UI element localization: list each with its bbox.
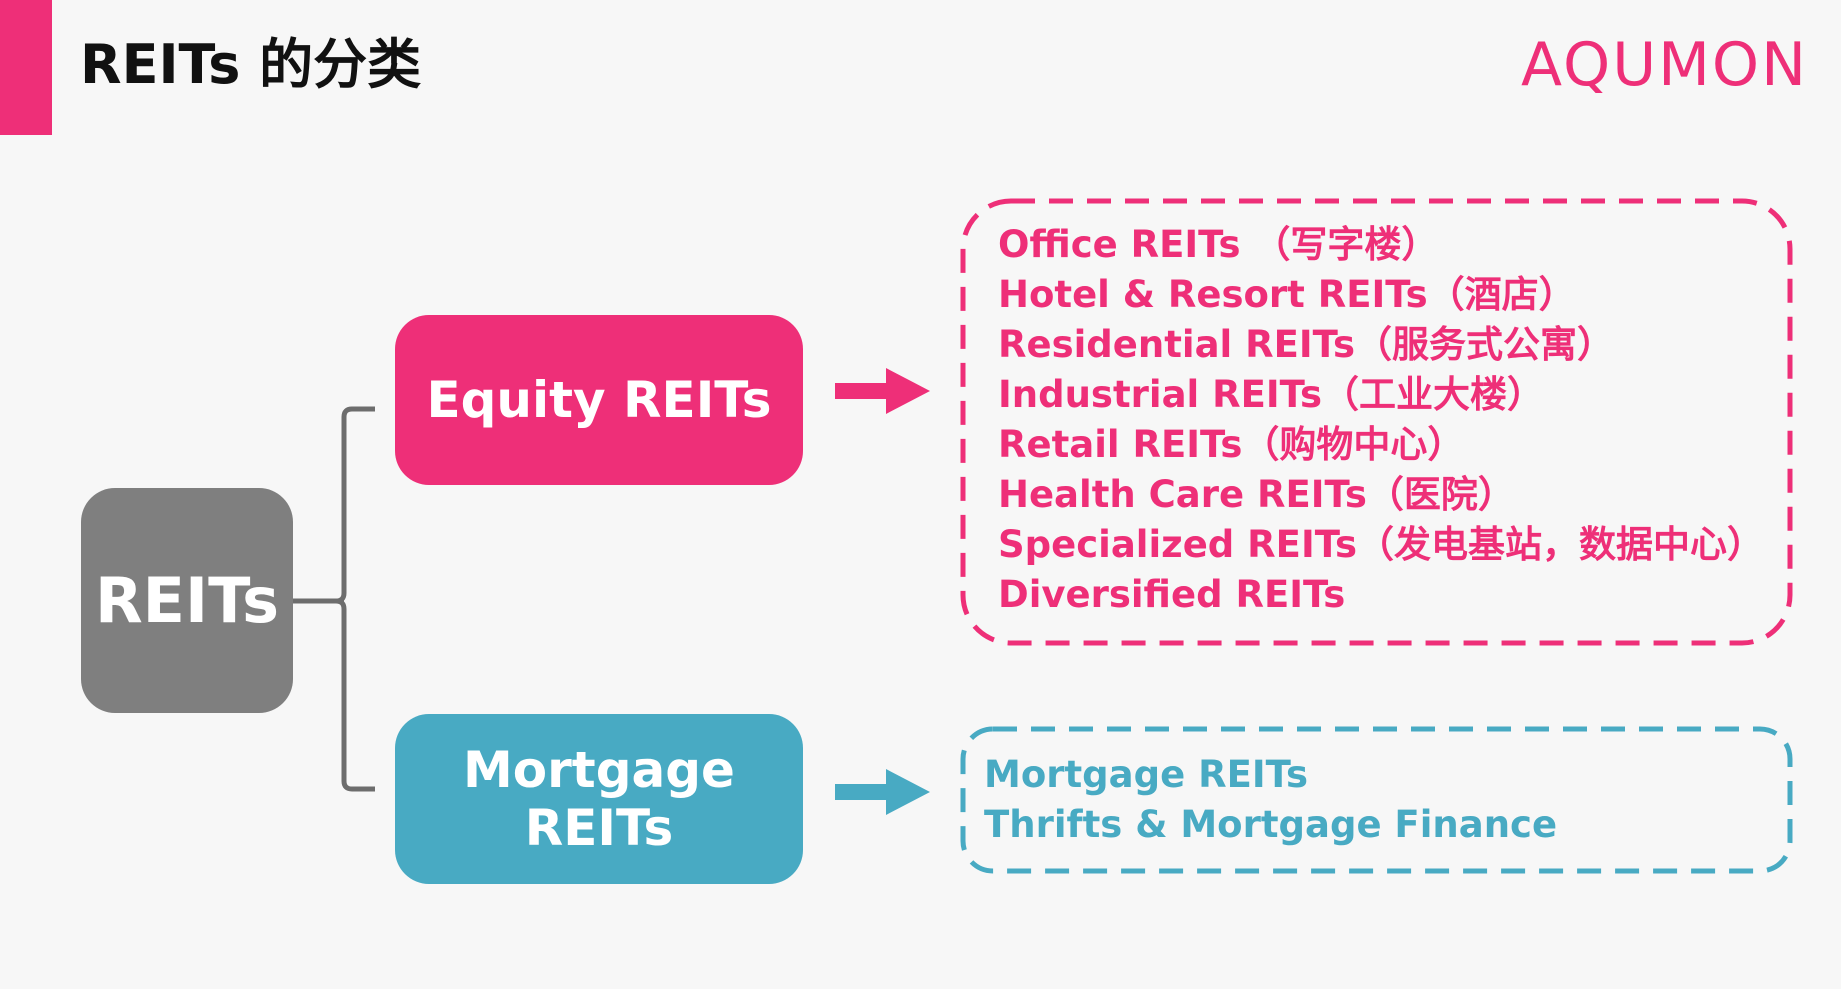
list-item: Thrifts & Mortgage Finance [984, 803, 1558, 846]
equity-items: Office REITs （写字楼） Hotel & Resort REITs（… [998, 220, 1764, 620]
mortgage-reits-list: Mortgage REITs Thrifts & Mortgage Financ… [960, 726, 1793, 874]
list-item: Health Care REITs（医院） [998, 473, 1515, 516]
list-item: Diversified REITs [998, 573, 1346, 616]
reits-root-label: REITs [94, 564, 280, 637]
equity-arrow-icon [835, 368, 930, 414]
list-item: Industrial REITs（工业大楼） [998, 373, 1544, 416]
mortgage-items: Mortgage REITs Thrifts & Mortgage Financ… [984, 750, 1557, 850]
mortgage-dashed-frame [960, 726, 1793, 874]
equity-reits-box: Equity REITs [395, 315, 803, 485]
mortgage-reits-label-line1: Mortgage [463, 741, 735, 799]
mortgage-arrow-icon [835, 769, 930, 815]
list-item: Specialized REITs（发电基站，数据中心） [998, 523, 1765, 566]
mortgage-reits-label-line2: REITs [524, 799, 674, 857]
bracket [333, 406, 375, 792]
equity-reits-label: Equity REITs [426, 371, 772, 429]
equity-dashed-frame [960, 198, 1793, 646]
list-item: Hotel & Resort REITs（酒店） [998, 273, 1576, 316]
list-item: Residential REITs（服务式公寓） [998, 323, 1614, 366]
equity-reits-list: Office REITs （写字楼） Hotel & Resort REITs（… [960, 198, 1793, 646]
list-item: Office REITs （写字楼） [998, 223, 1439, 266]
slide-title: REITs 的分类 [80, 33, 422, 96]
reits-root-box: REITs [81, 488, 293, 713]
list-item: Retail REITs（购物中心） [998, 423, 1465, 466]
brand-logo: AQUMON [1520, 30, 1808, 100]
list-item: Mortgage REITs [984, 753, 1308, 796]
mortgage-reits-box: Mortgage REITs [395, 714, 803, 884]
accent-bar [0, 0, 52, 135]
